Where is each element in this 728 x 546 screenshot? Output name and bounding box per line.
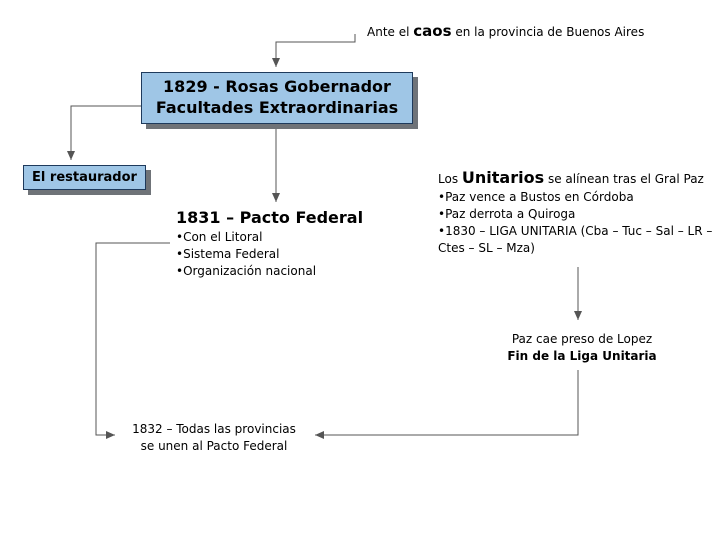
arrow-liga-end-to-1832 bbox=[315, 370, 579, 439]
pacto-federal-list: Con el Litoral Sistema Federal Organizac… bbox=[176, 229, 363, 280]
list-item: Con el Litoral bbox=[176, 229, 363, 246]
list-item: Paz vence a Bustos en Córdoba bbox=[438, 189, 722, 206]
list-item: Organización nacional bbox=[176, 263, 363, 280]
list-item: Sistema Federal bbox=[176, 246, 363, 263]
pacto-federal-block: 1831 – Pacto Federal Con el Litoral Sist… bbox=[176, 207, 363, 280]
provincias-1832-line1: 1832 – Todas las provincias bbox=[132, 422, 296, 436]
rosas-gobernador-box: 1829 - Rosas Gobernador Facultades Extra… bbox=[141, 72, 413, 124]
provincias-1832-line2: se unen al Pacto Federal bbox=[140, 439, 288, 453]
rosas-box-line1: 1829 - Rosas Gobernador bbox=[163, 77, 391, 96]
list-item: Paz derrota a Quiroga bbox=[438, 206, 722, 223]
unitarios-block: Los Unitarios se alínean tras el Gral Pa… bbox=[438, 168, 722, 257]
rosas-box-line2: Facultades Extraordinarias bbox=[155, 98, 399, 117]
caos-prefix: Ante el bbox=[367, 25, 410, 39]
caos-keyword: caos bbox=[413, 22, 452, 40]
unitarios-suffix: se alínean tras el Gral Paz bbox=[547, 172, 704, 186]
pacto-federal-title: 1831 – Pacto Federal bbox=[176, 208, 364, 227]
unitarios-prefix: Los bbox=[438, 172, 459, 186]
restaurador-box: El restaurador bbox=[23, 165, 146, 190]
unitarios-header: Los Unitarios se alínean tras el Gral Pa… bbox=[438, 168, 722, 189]
liga-end-line1: Paz cae preso de Lopez bbox=[511, 332, 653, 346]
arrow-caos-to-rosas bbox=[272, 34, 356, 67]
unitarios-list: Paz vence a Bustos en Córdoba Paz derrot… bbox=[438, 189, 722, 257]
arrow-rosas-to-restaurador bbox=[67, 105, 141, 160]
unitarios-keyword: Unitarios bbox=[461, 168, 545, 187]
caos-note: Ante el caos en la provincia de Buenos A… bbox=[367, 23, 644, 40]
caos-suffix: en la provincia de Buenos Aires bbox=[455, 25, 645, 39]
liga-end-note: Paz cae preso de Lopez Fin de la Liga Un… bbox=[482, 331, 682, 365]
provincias-1832-note: 1832 – Todas las provincias se unen al P… bbox=[116, 421, 312, 455]
liga-end-line2: Fin de la Liga Unitaria bbox=[507, 349, 657, 363]
arrow-pacto-to-1832 bbox=[95, 242, 170, 439]
list-item: 1830 – LIGA UNITARIA (Cba – Tuc – Sal – … bbox=[438, 223, 722, 257]
